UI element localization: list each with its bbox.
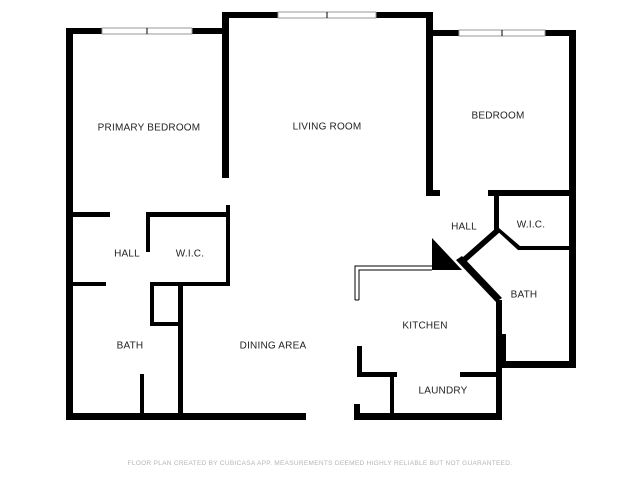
room-label-bedroom: BEDROOM <box>471 111 524 122</box>
room-label-dining-area: DINING AREA <box>240 341 307 352</box>
room-labels: PRIMARY BEDROOM LIVING ROOM BEDROOM HALL… <box>98 111 545 397</box>
room-label-bath-right: BATH <box>511 290 538 301</box>
room-label-hall-right: HALL <box>451 222 477 233</box>
interior-walls <box>66 30 576 420</box>
room-label-living-room: LIVING ROOM <box>293 122 362 133</box>
room-label-bath-left: BATH <box>117 341 144 352</box>
room-label-kitchen: KITCHEN <box>402 321 447 332</box>
room-label-wic-left: W.I.C. <box>176 249 204 260</box>
footer-disclaimer: FLOOR PLAN CREATED BY CUBICASA APP. MEAS… <box>128 460 513 467</box>
windows <box>101 11 546 37</box>
room-label-primary-bedroom: PRIMARY BEDROOM <box>98 123 201 134</box>
room-label-hall-left: HALL <box>114 249 140 260</box>
room-label-wic-right: W.I.C. <box>517 220 545 231</box>
room-label-laundry: LAUNDRY <box>418 386 467 397</box>
